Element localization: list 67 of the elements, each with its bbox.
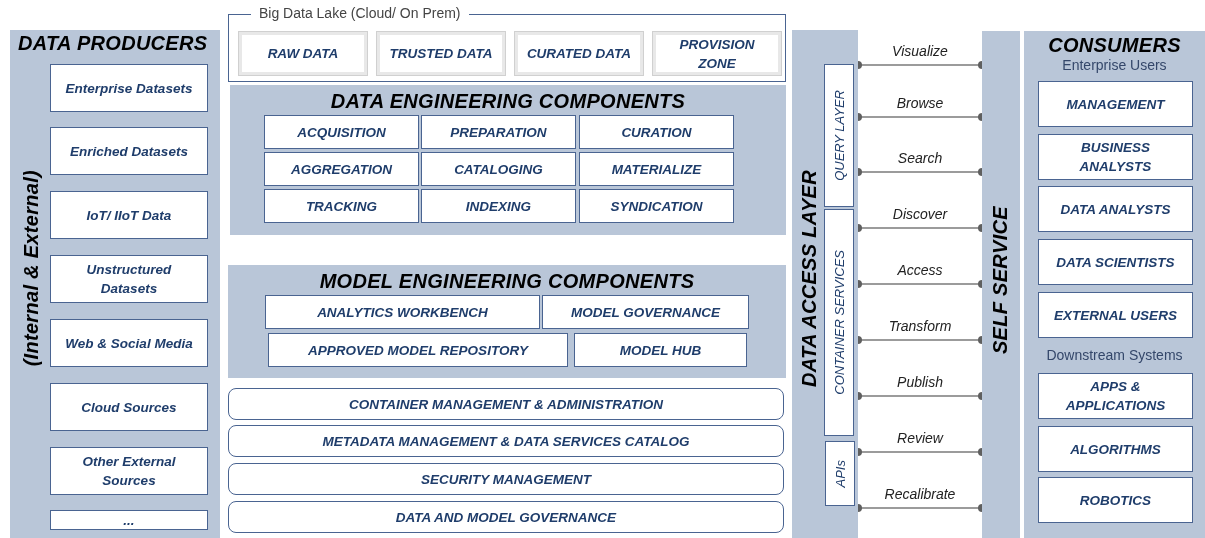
edge-label: Discover bbox=[890, 206, 950, 222]
zone-box: RAW DATA bbox=[239, 32, 367, 75]
sublayer-box bbox=[825, 441, 855, 506]
component-box: Other External Sources bbox=[50, 447, 208, 495]
component-box: APPS & APPLICATIONS bbox=[1038, 373, 1193, 419]
component-box: Enterprise Datasets bbox=[50, 64, 208, 112]
component-box: IoT/ IIoT Data bbox=[50, 191, 208, 239]
sublayer-title: APIs bbox=[832, 459, 848, 488]
component-box: DATA ANALYSTS bbox=[1038, 186, 1193, 232]
component-box: ALGORITHMS bbox=[1038, 426, 1193, 472]
panel-subtitle: (Internal & External) bbox=[20, 170, 43, 367]
components-panel bbox=[230, 85, 786, 235]
component-box: MODEL GOVERNANCE bbox=[542, 295, 749, 329]
component-box: DATA SCIENTISTS bbox=[1038, 239, 1193, 285]
component-box: ROBOTICS bbox=[1038, 477, 1193, 523]
component-box: MODEL HUB bbox=[574, 333, 747, 367]
component-box: EXTERNAL USERS bbox=[1038, 292, 1193, 338]
component-box: Web & Social Media bbox=[50, 319, 208, 367]
service-bar: CONTAINER MANAGEMENT & ADMINISTRATION bbox=[228, 388, 784, 420]
component-box: INDEXING bbox=[421, 189, 576, 223]
panel-title: MODEL ENGINEERING COMPONENTS bbox=[318, 270, 696, 293]
components-panel bbox=[228, 265, 786, 378]
edge-label: Recalibrate bbox=[882, 486, 958, 502]
component-box: APPROVED MODEL REPOSITORY bbox=[268, 333, 568, 367]
panel-title: DATA ACCESS LAYER bbox=[798, 170, 821, 387]
group-heading: Enterprise Users bbox=[1061, 57, 1168, 73]
component-box: ... bbox=[50, 510, 208, 530]
sublayer-title: QUERY LAYER bbox=[831, 90, 847, 181]
component-box: CATALOGING bbox=[421, 152, 576, 186]
component-box: PREPARATION bbox=[421, 115, 576, 149]
producers-panel bbox=[10, 30, 220, 538]
zone-box: TRUSTED DATA bbox=[377, 32, 505, 75]
group-title: Big Data Lake (Cloud/ On Prem) bbox=[251, 5, 469, 21]
component-box: ANALYTICS WORKBENCH bbox=[265, 295, 540, 329]
component-box: CURATION bbox=[579, 115, 734, 149]
group-heading: Downstream Systems bbox=[1045, 347, 1184, 363]
edge-label: Review bbox=[895, 430, 945, 446]
component-box: AGGREGATION bbox=[264, 152, 419, 186]
panel-title: SELF SERVICE bbox=[989, 206, 1012, 355]
zone-box: CURATED DATA bbox=[515, 32, 643, 75]
component-box: Cloud Sources bbox=[50, 383, 208, 431]
edge-label: Visualize bbox=[890, 43, 950, 59]
edge-label: Browse bbox=[894, 95, 946, 111]
panel-title: DATA ENGINEERING COMPONENTS bbox=[329, 90, 687, 113]
component-box: MANAGEMENT bbox=[1038, 81, 1193, 127]
service-bar: SECURITY MANAGEMENT bbox=[228, 463, 784, 495]
access-layer-panel bbox=[792, 30, 858, 538]
component-box: TRACKING bbox=[264, 189, 419, 223]
sublayer-box bbox=[824, 209, 854, 436]
zone-box: PROVISION ZONE bbox=[653, 32, 781, 75]
panel-title: DATA PRODUCERS bbox=[18, 32, 208, 55]
self-service-band bbox=[982, 31, 1020, 538]
service-bar: METADATA MANAGEMENT & DATA SERVICES CATALOG bbox=[228, 425, 784, 457]
component-box: Unstructured Datasets bbox=[50, 255, 208, 303]
component-box: ACQUISITION bbox=[264, 115, 419, 149]
edge-label: Search bbox=[895, 150, 945, 166]
service-bar: DATA AND MODEL GOVERNANCE bbox=[228, 501, 784, 533]
panel-title: CONSUMERS bbox=[1047, 34, 1182, 57]
sublayer-box bbox=[824, 64, 854, 207]
component-box: MATERIALIZE bbox=[579, 152, 734, 186]
component-box: BUSINESS ANALYSTS bbox=[1038, 134, 1193, 180]
component-box: Enriched Datasets bbox=[50, 127, 208, 175]
consumers-panel bbox=[1024, 31, 1205, 538]
component-box: SYNDICATION bbox=[579, 189, 734, 223]
edge-label: Publish bbox=[895, 374, 945, 390]
edge-label: Access bbox=[895, 262, 945, 278]
sublayer-title: CONTAINER SERVICES bbox=[831, 250, 847, 395]
